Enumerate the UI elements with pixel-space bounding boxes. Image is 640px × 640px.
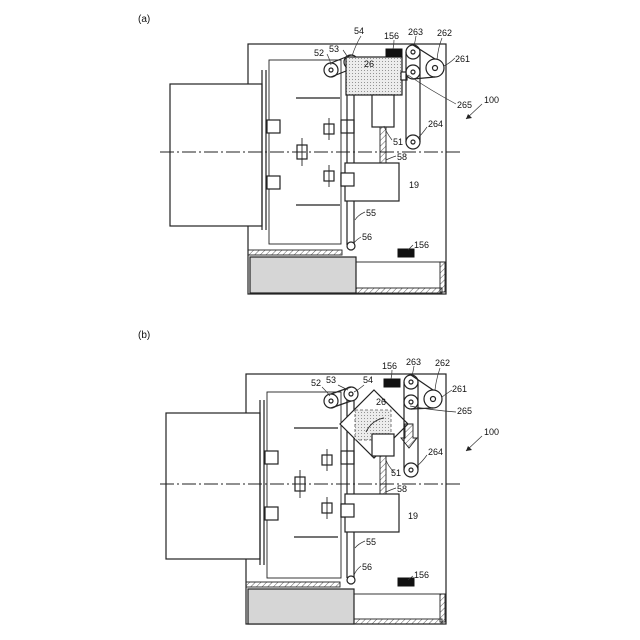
shaft-51 [372,95,394,127]
ref-56: 56 [362,232,372,242]
ref-261: 261 [455,54,470,64]
connector-block [265,507,278,520]
ref-264: 264 [428,119,443,129]
tray-left [250,257,356,293]
ref-56: 56 [362,562,372,572]
ref-261: 261 [452,384,467,394]
ref-53: 53 [329,44,339,54]
ref-264: 264 [428,447,443,457]
panel-a-label: (a) [138,14,150,25]
ref-51: 51 [393,137,403,147]
pulley-56 [347,576,355,584]
ref-265: 265 [457,406,472,416]
external-unit [170,84,262,226]
panel-a: (a) [138,14,499,294]
ref-100: 100 [484,95,499,105]
marker-156 [398,249,414,257]
ref-156-bottom: 156 [414,240,429,250]
ref-265: 265 [457,100,472,110]
ref-52: 52 [311,378,321,388]
ref-262: 262 [435,358,450,368]
marker-156 [384,379,400,387]
tray-left [248,589,354,624]
ref-55: 55 [366,208,376,218]
connector-block [265,451,278,464]
ref-52: 52 [314,48,324,58]
ref-156: 156 [382,361,397,371]
ref-54: 54 [354,26,364,36]
panel-b: (b) [138,330,499,624]
ref-53: 53 [326,375,336,385]
connector-block [267,120,280,133]
shaft-51 [372,434,394,456]
marker-156 [386,49,402,57]
marker-156 [398,578,414,586]
ref-58: 58 [397,484,407,494]
pulley-56 [347,242,355,250]
ref-55: 55 [366,537,376,547]
ref-263: 263 [406,357,421,367]
ref-51: 51 [391,468,401,478]
ref-262: 262 [437,28,452,38]
ref-100: 100 [484,427,499,437]
ref-156-bottom: 156 [414,570,429,580]
ref-263: 263 [408,27,423,37]
panel-b-label: (b) [138,330,150,341]
connector-block [267,176,280,189]
ref-26: 26 [376,397,386,407]
ref-19: 19 [409,180,419,190]
ref-54: 54 [363,375,373,385]
ref-19: 19 [408,511,418,521]
external-unit [166,413,260,559]
ref-156: 156 [384,31,399,41]
ref-58: 58 [397,152,407,162]
ref-26: 26 [364,59,374,69]
